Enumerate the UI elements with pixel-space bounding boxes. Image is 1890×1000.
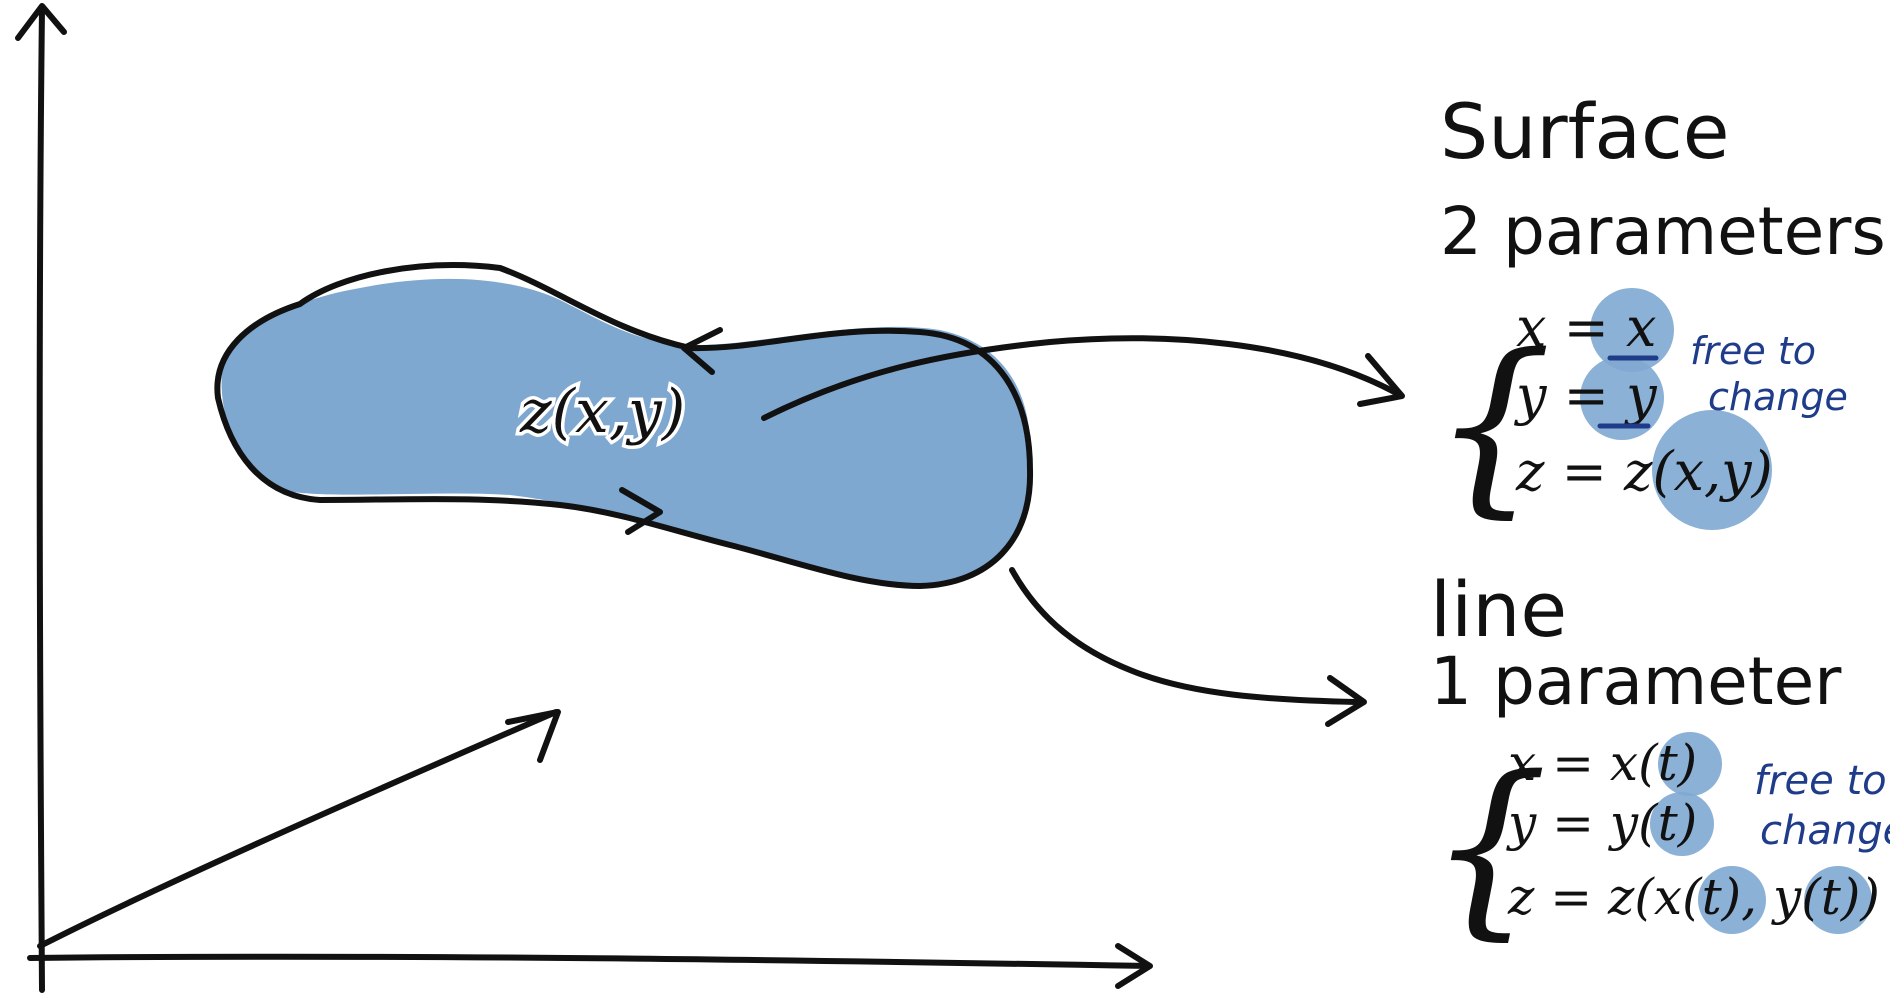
line-eq-z: z = z(x(t), y(t))	[1507, 868, 1880, 926]
z-axis	[37, 709, 559, 949]
y-axis	[36, 5, 45, 993]
surface-note-line2: change	[1708, 375, 1848, 419]
line-eq-y: y = y(t)	[1506, 794, 1697, 852]
y-axis-arrowhead	[15, 3, 67, 41]
z-axis-arrowhead	[505, 709, 561, 763]
x-axis-arrowhead	[1115, 943, 1153, 989]
x-axis	[27, 953, 1151, 969]
line-note-line2: change	[1760, 808, 1890, 854]
line-title: line	[1430, 565, 1567, 654]
surface-outline	[214, 262, 1034, 589]
surface-eq-z: z = z(x,y)	[1515, 440, 1773, 503]
surface-brace: {	[1432, 314, 1553, 535]
arrow-to-surface-section-head	[1357, 353, 1405, 407]
pointer-arrows	[761, 335, 1405, 727]
highlight-x	[1590, 288, 1674, 372]
arrow-to-line-section-head	[1325, 675, 1367, 727]
line-brace: {	[1428, 736, 1549, 957]
axes	[15, 3, 1153, 993]
highlight-t3	[1698, 866, 1766, 934]
line-section: line 1 parameter { x = x(t) y = y(t) z =…	[1428, 565, 1890, 957]
blob-arrowhead-top	[681, 327, 723, 375]
highlight-t2	[1650, 792, 1714, 856]
line-note-line1: free to	[1754, 758, 1887, 804]
arrow-to-surface-section	[761, 335, 1401, 421]
arrow-to-line-section	[1009, 567, 1359, 705]
surface-label: z(x,y)	[519, 377, 685, 447]
highlight-xy	[1652, 410, 1772, 530]
blob-arrowhead-bottom	[619, 487, 663, 535]
surface-section: Surface 2 parameters { x = x y = y z = z…	[1432, 87, 1886, 535]
surface-subtitle: 2 parameters	[1440, 193, 1886, 270]
highlight-t1	[1658, 732, 1722, 796]
surface-eq-y: y = y	[1514, 364, 1658, 427]
highlight-t4	[1804, 866, 1872, 934]
surface-eq-x: x = x	[1516, 296, 1656, 359]
surface-shape	[214, 262, 1034, 589]
line-eq-x: x = x(t)	[1508, 734, 1697, 792]
highlight-y	[1580, 356, 1664, 440]
surface-note-line1: free to	[1690, 329, 1816, 373]
line-subtitle: 1 parameter	[1430, 643, 1842, 720]
surface-title: Surface	[1440, 87, 1730, 176]
surface-fill	[221, 278, 1031, 585]
